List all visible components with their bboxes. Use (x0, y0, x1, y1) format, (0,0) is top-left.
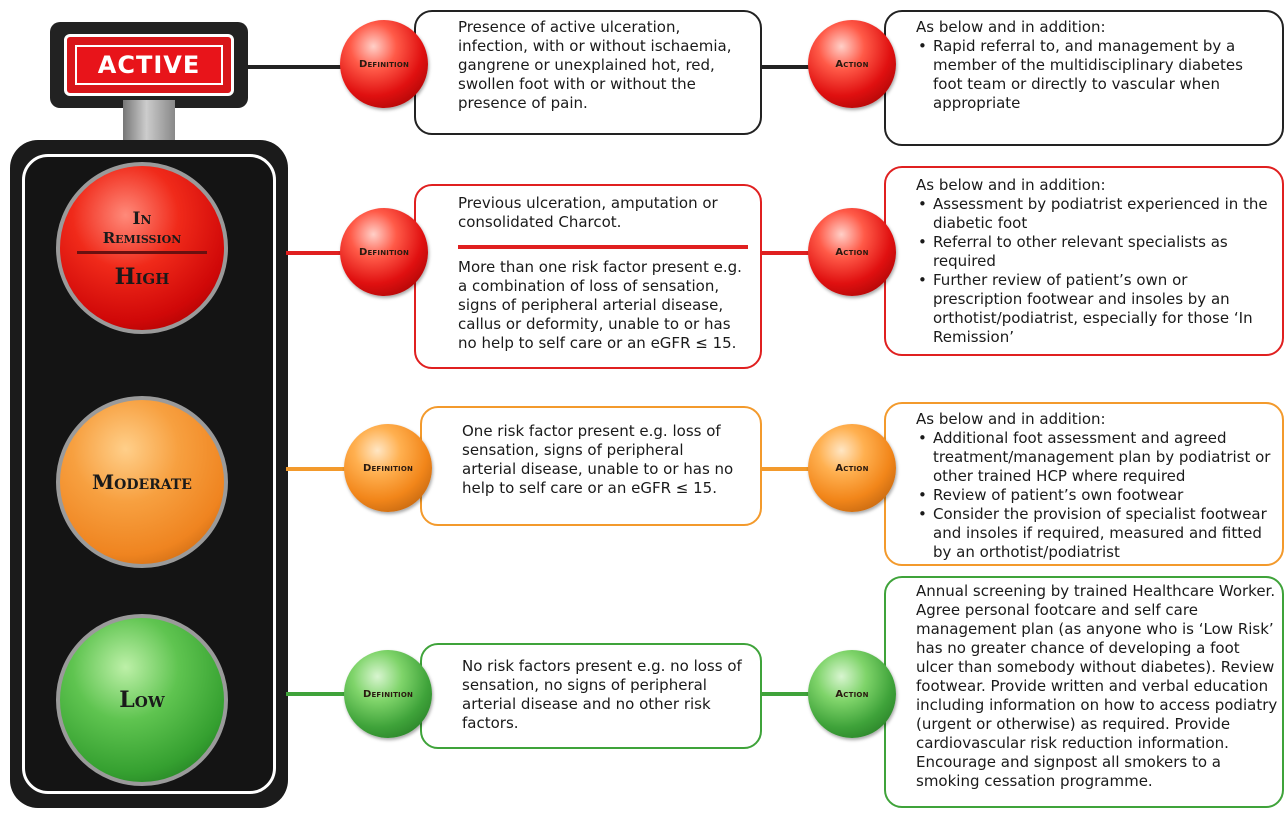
light-pole (123, 100, 175, 146)
low-definition-box: No risk factors present e.g. no loss of … (420, 643, 762, 749)
in-label: In (132, 208, 152, 229)
action-badge-label: Action (835, 688, 869, 700)
moderate-action-intro: As below and in addition: (916, 410, 1106, 428)
definition-badge-label: Definition (358, 246, 410, 258)
high-action-item: Referral to other relevant specialists a… (916, 233, 1278, 271)
high-definition-text: More than one risk factor present e.g. a… (458, 258, 742, 352)
remission-label: Remission (102, 228, 182, 247)
high-risk-light: In Remission High (56, 162, 228, 334)
high-definition-top: Previous ulceration, amputation or conso… (458, 194, 718, 231)
high-action-content: As below and in addition: Assessment by … (916, 176, 1278, 347)
moderate-action-item: Review of patient’s own footwear (916, 486, 1278, 505)
active-action-intro: As below and in addition: (916, 18, 1106, 36)
low-definition-text: No risk factors present e.g. no loss of … (462, 657, 742, 732)
moderate-action-item: Consider the provision of specialist foo… (916, 505, 1278, 562)
high-definition-badge: Definition (340, 208, 428, 296)
moderate-action-content: As below and in addition: Additional foo… (916, 410, 1278, 562)
high-definition-box: Previous ulceration, amputation or conso… (414, 184, 762, 369)
active-action-box: As below and in addition: Rapid referral… (884, 10, 1284, 146)
action-badge-label: Action (835, 462, 869, 474)
moderate-action-box: As below and in addition: Additional foo… (884, 402, 1284, 566)
active-action-badge: Action (808, 20, 896, 108)
light-divider (77, 250, 207, 254)
moderate-action-list: Additional foot assessment and agreed tr… (916, 429, 1278, 562)
action-badge-label: Action (835, 246, 869, 258)
high-label: High (114, 263, 170, 290)
high-action-intro: As below and in addition: (916, 176, 1106, 194)
low-action-badge: Action (808, 650, 896, 738)
low-label: Low (119, 687, 165, 713)
definition-badge-label: Definition (362, 462, 414, 474)
low-action-text: Annual screening by trained Healthcare W… (916, 582, 1278, 790)
high-action-item: Assessment by podiatrist experienced in … (916, 195, 1278, 233)
high-action-box: As below and in addition: Assessment by … (884, 166, 1284, 356)
definition-badge-label: Definition (362, 688, 414, 700)
low-risk-light: Low (56, 614, 228, 786)
definition-badge-label: Definition (358, 58, 410, 70)
active-definition-text: Presence of active ulceration, infection… (458, 18, 732, 112)
active-definition-box: Presence of active ulceration, infection… (414, 10, 762, 135)
active-sign-inner: ACTIVE (75, 45, 223, 85)
action-badge-label: Action (835, 58, 869, 70)
active-label: ACTIVE (97, 51, 201, 79)
high-definition-divider (458, 245, 748, 249)
moderate-label: Moderate (92, 470, 192, 494)
high-action-list: Assessment by podiatrist experienced in … (916, 195, 1278, 347)
high-action-badge: Action (808, 208, 896, 296)
active-action-content: As below and in addition: Rapid referral… (916, 18, 1276, 113)
high-action-item: Further review of patient’s own or presc… (916, 271, 1278, 347)
active-definition-badge: Definition (340, 20, 428, 108)
active-sign: ACTIVE (64, 34, 234, 96)
moderate-definition-box: One risk factor present e.g. loss of sen… (420, 406, 762, 526)
moderate-action-item: Additional foot assessment and agreed tr… (916, 429, 1278, 486)
active-action-item: Rapid referral to, and management by a m… (916, 37, 1276, 113)
moderate-action-badge: Action (808, 424, 896, 512)
moderate-definition-badge: Definition (344, 424, 432, 512)
low-action-box: Annual screening by trained Healthcare W… (884, 576, 1284, 808)
low-definition-badge: Definition (344, 650, 432, 738)
moderate-risk-light: Moderate (56, 396, 228, 568)
moderate-definition-text: One risk factor present e.g. loss of sen… (462, 422, 734, 497)
active-action-list: Rapid referral to, and management by a m… (916, 37, 1276, 113)
